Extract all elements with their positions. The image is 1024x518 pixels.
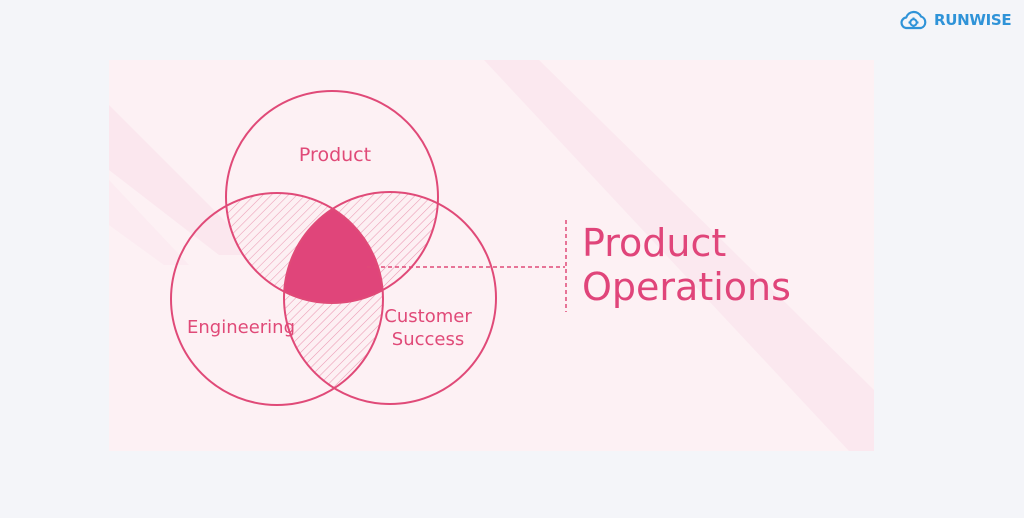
panel-background xyxy=(109,60,874,451)
decorative-band xyxy=(484,60,874,451)
engineering-circle xyxy=(170,192,384,406)
customer-success-label-line-1: Customer xyxy=(384,306,472,327)
result-title-line-2: Operations xyxy=(582,265,791,309)
runwise-logo[interactable]: RUNWISE xyxy=(898,7,1012,33)
diagram-panel: Product Engineering Customer Success Pro… xyxy=(109,60,874,451)
brand-name: RUNWISE xyxy=(934,11,1012,29)
product-circle xyxy=(225,90,439,304)
engineering-label: Engineering xyxy=(187,317,295,338)
customer-success-label-line-2: Success xyxy=(392,329,464,350)
result-title-line-1: Product xyxy=(582,221,726,265)
cloud-gear-icon xyxy=(900,10,927,30)
decorative-band xyxy=(109,180,189,265)
decorative-band xyxy=(109,105,259,255)
venn-diagram: Product Engineering Customer Success Pro… xyxy=(109,60,874,451)
triple-intersection xyxy=(284,193,383,303)
product-label: Product xyxy=(299,144,371,166)
customer-success-circle xyxy=(283,191,497,405)
